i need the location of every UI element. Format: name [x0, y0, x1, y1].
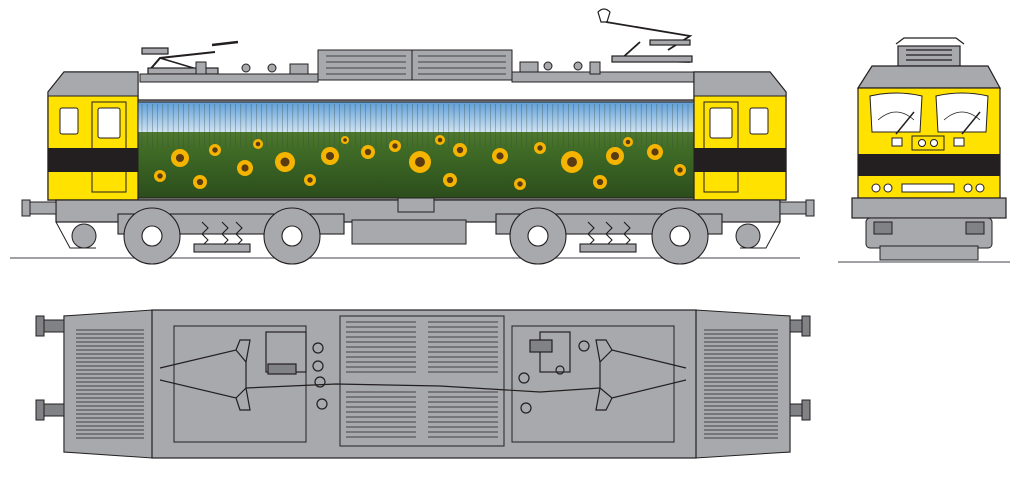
sunflower: [623, 137, 633, 147]
cab-door-right: [703, 101, 739, 193]
side-elevation-view: [10, 8, 815, 265]
cab-window-right: [749, 107, 769, 135]
fuel-tank: [351, 219, 467, 245]
front-stripe: [858, 154, 1000, 176]
buffers-side: [21, 199, 815, 249]
cab-door-left: [91, 101, 127, 193]
bogie-right: [495, 207, 723, 265]
wiper-right: [961, 111, 981, 135]
buffers-plan: [35, 315, 811, 421]
bogie-left: [117, 207, 345, 265]
sunflower: [275, 152, 295, 172]
sunflower: [341, 136, 349, 144]
sunflower: [674, 164, 686, 176]
sunflower-mural: [138, 102, 694, 198]
pantograph-plan-right: [439, 331, 687, 414]
sunflower: [435, 135, 445, 145]
stripe-right: [694, 148, 786, 172]
sunflower: [561, 151, 583, 173]
sunflower: [514, 178, 526, 190]
sunflower: [304, 174, 316, 186]
pantograph-right: [597, 8, 693, 63]
sunflower: [534, 142, 546, 154]
pantograph-left: [141, 40, 239, 75]
windscreen-left: [869, 92, 923, 133]
sunflower: [237, 160, 253, 176]
sunflower: [647, 144, 663, 160]
sunflower: [253, 139, 263, 149]
sunflower: [453, 143, 467, 157]
front-pantograph: [895, 37, 965, 67]
sunflower: [193, 175, 207, 189]
roof-equipment: [139, 49, 695, 83]
sunflower: [443, 173, 457, 187]
sunflower: [361, 145, 375, 159]
stripe-left: [48, 148, 138, 172]
wiper-left: [895, 111, 915, 135]
sunflower: [606, 147, 624, 165]
sunflower: [409, 151, 431, 173]
sunflower: [154, 170, 166, 182]
cab-window-left: [59, 107, 79, 135]
sunflower: [492, 148, 508, 164]
front-elevation-view: [838, 37, 1010, 263]
roof-plan-view: [35, 309, 811, 459]
sunflower: [209, 144, 221, 156]
sunflower: [593, 175, 607, 189]
sunflower: [171, 149, 189, 167]
sunflower: [389, 140, 401, 152]
windscreen-right: [935, 92, 989, 133]
sunflower: [321, 147, 339, 165]
pantograph-plan-left: [159, 331, 441, 411]
